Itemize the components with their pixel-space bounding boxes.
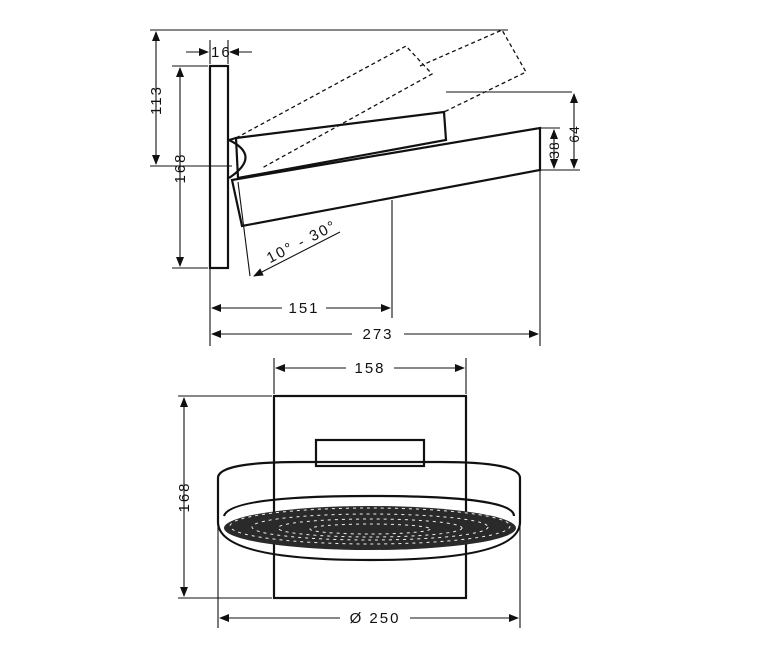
arm-joint [228, 139, 247, 179]
dim-273-label: 273 [362, 326, 393, 343]
wall-plate-front [272, 394, 468, 600]
dim-16-label: 16 [211, 44, 232, 61]
dim-158-label: 158 [354, 360, 385, 377]
dim-113-label: 113 [148, 85, 165, 115]
angle-label: 10° - 30° [264, 217, 340, 267]
shower-arm [234, 110, 448, 180]
dim-168-side-label: 168 [172, 152, 189, 183]
shower-head-side [230, 126, 542, 228]
shower-head-front [216, 460, 522, 562]
dim-168-front-label: 168 [176, 481, 193, 512]
dim-64-label: 64 [566, 125, 582, 143]
arm-adjustment-range-dashed [235, 29, 527, 169]
dim-38-label: 38 [546, 141, 562, 159]
dim-250-label: Ø 250 [350, 610, 401, 627]
arm-block [314, 438, 426, 468]
dim-151-label: 151 [288, 300, 319, 317]
bottom-view: 158 168 Ø 250 [176, 358, 522, 628]
nozzle-pattern [224, 506, 516, 550]
wall-plate [208, 64, 230, 270]
side-view: 113 16 168 38 64 10° - 30° 151 [148, 29, 582, 346]
